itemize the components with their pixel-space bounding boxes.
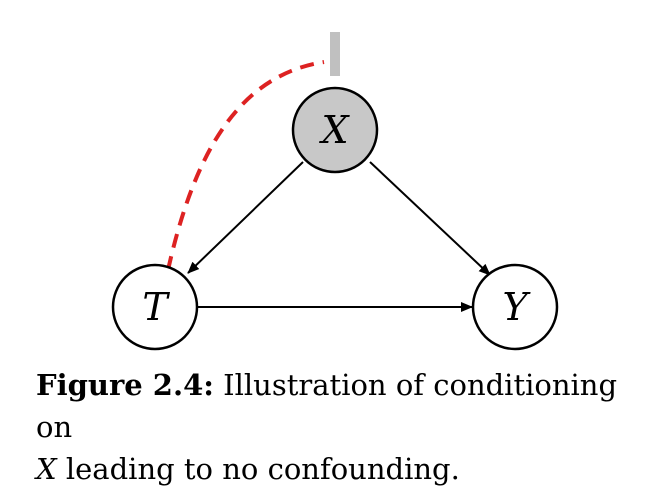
node-y-label: Y [502,285,531,329]
blocked-backdoor-path [166,60,325,271]
caption-line-1: Figure 2.4: Illustration of conditioning… [36,364,656,448]
node-x: X [291,86,379,174]
node-x-circle [291,86,379,174]
caption-line-1-text: Illustration of conditioning on [36,368,618,444]
caption-line-2: X leading to no confounding. [36,448,656,490]
causal-graph: X T Y [111,32,559,351]
node-t-circle [111,263,199,351]
node-y-circle [471,263,559,351]
node-y: Y [471,263,559,351]
node-t: T [111,263,199,351]
edge-x-to-y [369,161,491,276]
figure-caption: Figure 2.4: Illustration of conditioning… [36,364,656,490]
node-t-label: T [142,285,170,329]
node-x-label: X [318,108,350,152]
caption-line-2-text: leading to no confounding. [56,452,460,486]
block-bar [330,32,340,76]
caption-figure-label: Figure 2.4: [36,368,214,402]
edge-x-to-t [187,161,304,274]
caption-variable: X [36,452,57,486]
